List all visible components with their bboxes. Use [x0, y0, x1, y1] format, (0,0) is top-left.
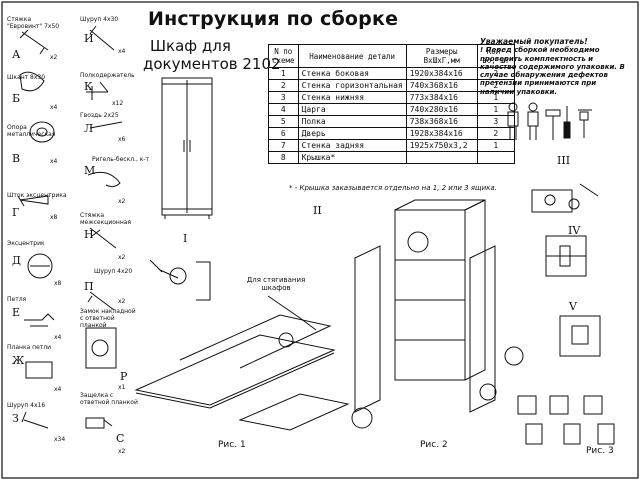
fastener-A-qty: х2	[50, 54, 58, 61]
fastener-L-name: Гвоздь 2х25	[80, 112, 119, 119]
fastener-I-letter: И	[84, 32, 94, 45]
fastener-E-name: Петля	[7, 296, 27, 303]
cell: Крышка*	[297, 151, 407, 164]
fastener-P-qty: х2	[118, 298, 126, 305]
col-size: Размеры ВхШхГ,мм	[405, 44, 478, 68]
fastener-G-name: Шток эксцентрика	[7, 192, 67, 199]
fastener-R-letter: Р	[120, 370, 128, 383]
fastener-D-qty: х8	[54, 280, 62, 287]
view-I-label: I	[183, 232, 188, 245]
figure2-cabinet-body	[351, 199, 524, 429]
fastener-P-letter: П	[84, 280, 94, 293]
page-title: Инструкция по сборке	[148, 8, 399, 30]
figure3-assembly-boxes	[517, 395, 615, 445]
fastener-L-letter: Л	[84, 122, 94, 135]
view-III-label: III	[557, 154, 571, 167]
fastener-B-name: Шкант 8х30	[7, 74, 46, 81]
fastener-M-name: Ригель-бескл., к-т	[92, 156, 150, 163]
notice-heading: Уважаемый покупатель!	[480, 37, 588, 46]
parts-table-header: N по схеме Наименование детали Размеры В…	[268, 44, 515, 68]
fastener-D-letter: Д	[12, 254, 21, 267]
fastener-M-letter: М	[84, 164, 96, 177]
tie-callout: Для стягивания шкафов	[246, 276, 306, 292]
fastener-Zh-name: Планка петли	[7, 344, 51, 351]
fastener-I-qty: х4	[118, 48, 126, 55]
view-V-label: V	[569, 300, 577, 313]
fastener-Zh-qty: х4	[54, 386, 62, 393]
fastener-E-qty: х4	[54, 334, 62, 341]
fastener-S-letter: С	[116, 432, 125, 445]
notice-text: ! Перед сборкой необходимо проверить ком…	[480, 46, 625, 96]
fastener-P-name: Шуруп 4х20	[94, 268, 133, 275]
fastener-B-qty: х4	[50, 104, 58, 111]
figure1-caption: Рис. 1	[218, 440, 246, 450]
fastener-L-qty: х6	[118, 136, 126, 143]
hammer-icon	[545, 109, 561, 140]
table-footnote: * - Крышка заказывается отдельно на 1, 2…	[289, 184, 497, 192]
fastener-N-qty: х2	[118, 254, 126, 261]
product-name-line2: документов 2102	[143, 55, 281, 73]
detail-view-III	[531, 183, 599, 213]
fastener-icons-left	[17, 29, 55, 429]
parts-table: N по схеме Наименование детали Размеры В…	[268, 44, 515, 164]
fastener-S-name: Защелка с ответной планкой	[80, 392, 138, 406]
fastener-N-letter: Н	[84, 228, 94, 241]
fastener-V-qty: х4	[50, 158, 58, 165]
fastener-I-name: Шуруп 4х30	[80, 16, 119, 23]
fastener-R-name: Замок накладной с ответной планкой	[80, 308, 136, 329]
cell	[476, 151, 515, 164]
fastener-D-name: Эксцентрик	[7, 240, 45, 247]
fastener-A-letter: А	[12, 48, 21, 61]
fastener-V-letter: В	[12, 152, 21, 165]
view-II-label: II	[313, 204, 322, 217]
customer-notice: Уважаемый покупатель! ! Перед сборкой не…	[480, 37, 630, 96]
fastener-B-letter: Б	[12, 92, 21, 105]
fastener-Z-letter: З	[12, 412, 19, 425]
figure2-caption: Рис. 2	[420, 440, 448, 450]
wardrobe-thumbnail-icon	[161, 77, 213, 219]
product-name-line1: Шкаф для	[150, 37, 231, 55]
fastener-G-letter: Г	[12, 206, 20, 219]
fastener-K-qty: х12	[112, 100, 124, 107]
col-name: Наименование детали	[297, 44, 407, 68]
figure1-panels	[134, 259, 350, 431]
fastener-V-name: Опора металлическая	[7, 124, 56, 138]
screwdriver-icon	[563, 106, 571, 139]
fastener-Zh-letter: Ж	[12, 354, 25, 367]
two-people-icon	[507, 102, 539, 140]
fastener-S-qty: х2	[118, 448, 126, 455]
fastener-G-qty: х8	[50, 214, 58, 221]
col-qty: Кол-во, шт	[476, 44, 515, 68]
fastener-E-letter: Е	[12, 306, 21, 319]
fastener-Z-qty: х34	[54, 436, 66, 443]
fastener-icons-mid	[85, 25, 123, 429]
detail-view-V	[559, 315, 601, 357]
detail-view-IV	[545, 235, 587, 277]
fastener-K-letter: К	[84, 80, 93, 93]
figure3-caption: Рис. 3	[586, 446, 614, 456]
drill-icon	[578, 109, 592, 138]
fastener-A-name: Стяжка "Евровинт" 7х50	[7, 16, 60, 30]
fastener-R-qty: х1	[118, 384, 126, 391]
fastener-M-qty: х2	[118, 198, 126, 205]
fastener-Z-name: Шуруп 4х16	[7, 402, 46, 409]
view-IV-label: IV	[568, 224, 581, 237]
fastener-K-name: Полкодержатель	[80, 72, 135, 79]
fastener-N-name: Стяжка межсекционная	[80, 212, 132, 226]
